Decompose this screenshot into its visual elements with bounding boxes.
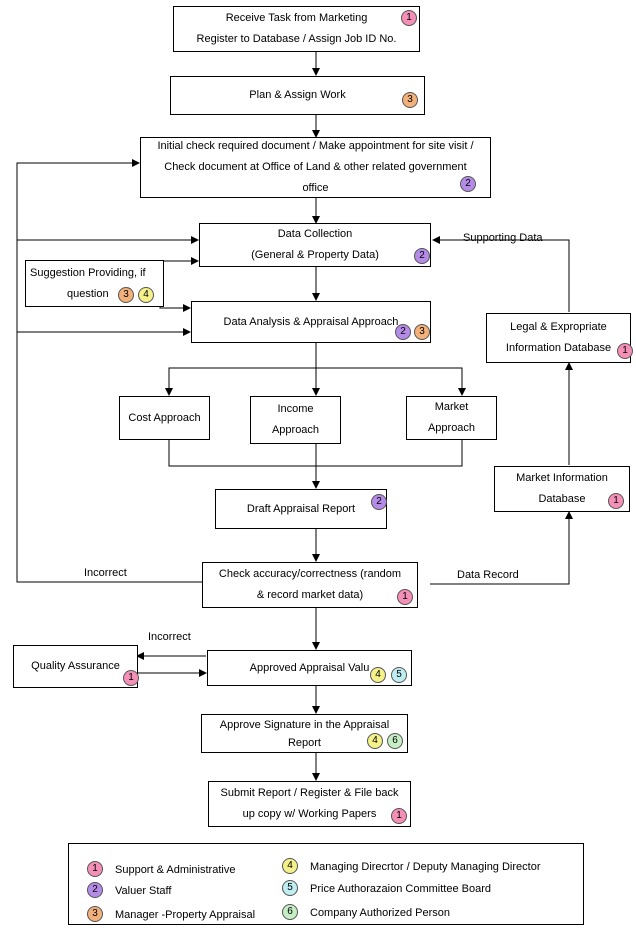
role-badge-1: 1 [608, 493, 624, 509]
legend-label: Manager -Property Appraisal [115, 909, 256, 921]
role-badge-1: 1 [391, 808, 407, 824]
node-line: Draft Appraisal Report [246, 502, 356, 515]
node-line: Data Analysis & Appraisal Approach [223, 315, 399, 328]
node-line: Legal & Expropriate [510, 321, 607, 333]
edge-incorrect-loop [16, 159, 202, 583]
node-line: Market Information [516, 472, 608, 484]
legend-label: Support & Administrative [115, 864, 236, 876]
node-draft-report: Draft Appraisal Report [215, 489, 387, 529]
node-line: Database [538, 493, 586, 505]
legend-badge: 6 [282, 904, 298, 920]
role-badge-5: 5 [391, 667, 407, 683]
role-badge-4: 4 [370, 667, 386, 683]
node-line: Cost Approach [128, 411, 201, 424]
role-badge-2: 2 [460, 176, 476, 192]
edge-label-incorrect: Incorrect [84, 567, 127, 579]
node-line: Submit Report / Register & File back [220, 787, 399, 799]
role-badge-3: 3 [414, 324, 430, 340]
node-line: Approve Signature in the Appraisal [219, 718, 390, 731]
node-data-collection: Data Collection (General & Property Data) [199, 223, 431, 267]
edge-label-data-record: Data Record [457, 569, 519, 581]
node-line: Receive Task from Marketing [225, 12, 368, 24]
role-badge-1: 1 [123, 670, 139, 686]
node-cost-approach: Cost Approach [119, 396, 210, 440]
role-badge-3: 3 [402, 92, 418, 108]
legend-badge: 4 [282, 858, 298, 874]
legend: 1 Support & Administrative 2 Valuer Staf… [68, 843, 584, 925]
node-submit-report: Submit Report / Register & File back up c… [208, 781, 411, 827]
node-line: question [66, 287, 109, 300]
edge-data-record [430, 511, 573, 585]
legend-label: Company Authorized Person [310, 907, 451, 919]
node-quality-assurance: Quality Assurance [13, 645, 138, 688]
node-line: up copy w/ Working Papers [242, 808, 377, 820]
edge-analysis-to-cost [165, 367, 316, 396]
legend-label: Valuer Staff [115, 885, 172, 897]
edge-supporting-data [432, 236, 570, 312]
role-badge-2: 2 [414, 248, 430, 264]
node-line: Income [277, 403, 314, 415]
role-badge-4: 4 [367, 733, 383, 749]
edge-analysis-to-market [316, 367, 466, 396]
node-line: Check accuracy/correctness (random [218, 568, 402, 580]
node-line: Register to Database / Assign Job ID No. [196, 33, 397, 45]
role-badge-4: 4 [138, 287, 154, 303]
node-line: & record market data) [256, 589, 364, 601]
node-line: Plan & Assign Work [249, 89, 346, 101]
role-badge-3: 3 [118, 287, 134, 303]
node-line: Information Database [505, 342, 612, 354]
legend-badge: 5 [282, 880, 298, 896]
node-line: Market [434, 401, 469, 413]
node-line: Check document at Office of Land & other… [164, 161, 467, 173]
node-plan-assign: Plan & Assign Work [170, 76, 425, 115]
legend-label: Managing Direcrtor / Deputy Managing Dir… [310, 861, 541, 873]
role-badge-2: 2 [395, 324, 411, 340]
edge-label-supporting-data: Supporting Data [463, 232, 543, 244]
legend-badge: 3 [87, 906, 103, 922]
node-data-analysis: Data Analysis & Appraisal Approach [191, 301, 431, 343]
node-line: Approved Appraisal Valu [249, 661, 370, 674]
role-badge-1: 1 [397, 589, 413, 605]
node-line: (General & Property Data) [251, 249, 379, 261]
node-initial-check: Initial check required document / Make a… [140, 137, 491, 198]
role-badge-6: 6 [387, 733, 403, 749]
edge-label-incorrect-qa: Incorrect [148, 631, 191, 643]
legend-badge: 1 [87, 861, 103, 877]
legend-badge: 2 [87, 882, 103, 898]
node-line: Quality Assurance [31, 660, 120, 672]
legend-label: Price Authorazaion Committee Board [310, 883, 491, 895]
role-badge-1: 1 [401, 10, 417, 26]
role-badge-1: 1 [617, 343, 633, 359]
node-suggestion: Suggestion Providing, if question [25, 260, 164, 307]
role-badge-2: 2 [371, 494, 387, 510]
node-line: Initial check required document / Make a… [157, 140, 474, 152]
node-line: Approach [427, 422, 476, 434]
node-line: Suggestion Providing, if [30, 266, 146, 279]
node-check-accuracy: Check accuracy/correctness (random & reco… [202, 562, 418, 608]
node-line: office [302, 182, 329, 194]
node-line: Approach [271, 424, 320, 436]
node-line: Report [287, 736, 321, 749]
node-line: Data Collection [277, 228, 353, 240]
